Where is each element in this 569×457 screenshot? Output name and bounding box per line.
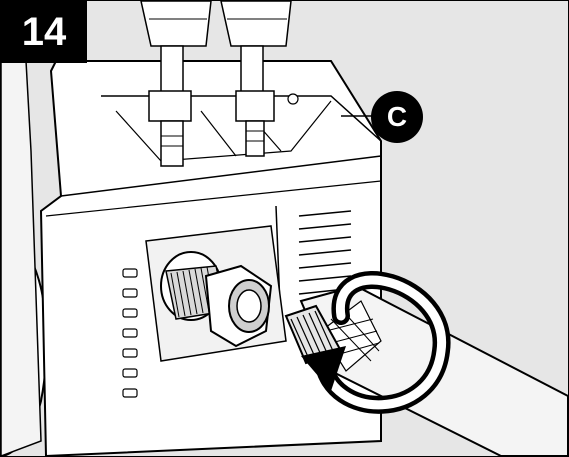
top-connectors: [140, 1, 299, 167]
callout-badge: C: [371, 91, 423, 143]
water-inlet-fitting: [160, 251, 273, 348]
side-panel: [1, 60, 42, 456]
side-vents: [122, 268, 138, 398]
step-number-badge: 14: [1, 1, 87, 63]
front-grille: [275, 205, 352, 332]
rotate-clockwise-arrow-icon: [301, 271, 451, 414]
